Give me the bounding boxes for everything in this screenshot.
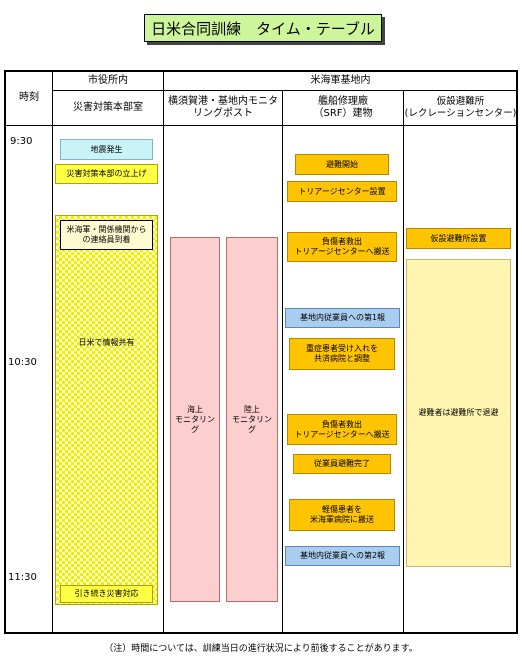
rescue-event-1: 負傷者救出 トリアージセンターへ搬送 <box>287 232 397 262</box>
time-label-930: 9:30 <box>10 136 33 147</box>
disaster-hq-header: 災害対策本部室 <box>73 102 143 113</box>
page-title: 日米合同訓練 タイム・テーブル <box>144 14 382 42</box>
city-base-divider <box>163 71 164 633</box>
light-transfer-event: 軽傷患者を 米海軍病院に搬送 <box>289 499 395 531</box>
land-monitoring-period: 陸上 モニタリング <box>226 237 278 602</box>
city-office-header: 市役所内 <box>88 74 128 86</box>
report-1-event: 基地内従業員への第1報 <box>285 308 400 328</box>
time-label-1130: 11:30 <box>8 572 37 583</box>
continue-response-event: 引き続き災害対応 <box>60 585 153 603</box>
time-label-1030: 10:30 <box>8 357 37 368</box>
evac-complete-event: 従業員避難完了 <box>293 454 391 474</box>
temp-shelter-header: 仮設避難所 (レクレーションセンター) <box>404 96 517 119</box>
time-column-divider <box>52 71 53 633</box>
sea-monitoring-period: 海上 モニタリング <box>170 237 220 602</box>
info-sharing-period <box>55 215 158 605</box>
info-sharing-label: 日米で情報共有 <box>78 338 135 347</box>
srf-shelter-divider <box>403 90 404 633</box>
shelter-setup-event: 仮設避難所設置 <box>406 228 511 249</box>
earthquake-event: 地震発生 <box>60 139 153 160</box>
hq-setup-event: 災害対策本部の立上げ <box>55 164 158 184</box>
report-2-event: 基地内従業員への第2報 <box>285 546 400 566</box>
base-inside-header: 米海軍基地内 <box>310 74 371 86</box>
monitoring-srf-divider <box>282 90 283 633</box>
footnote: （注）時間については、訓練当日の進行状況により前後することがあります。 <box>104 644 418 654</box>
monitoring-post-header: 横須賀港・基地内モニタリングポスト <box>168 96 278 119</box>
triage-setup-event: トリアージセンター設置 <box>287 181 397 202</box>
evacuees-shelter-period: 避難者は避難所で退避 <box>406 259 511 567</box>
header-subdivider <box>53 90 517 91</box>
srf-building-header: 艦船修理廠 （SRF）建物 <box>313 96 373 119</box>
evac-start-event: 避難開始 <box>295 154 389 175</box>
time-header: 時刻 <box>19 92 39 103</box>
liaison-arrival-event: 米海軍・関係機関からの連絡員到着 <box>60 220 153 250</box>
timetable-frame <box>4 70 518 634</box>
rescue-event-2: 負傷者救出 トリアージセンターへ搬送 <box>287 414 397 445</box>
header-bottom-line <box>5 125 517 126</box>
severe-coordination-event: 重症患者受け入れを 共済病院と調整 <box>289 338 395 370</box>
